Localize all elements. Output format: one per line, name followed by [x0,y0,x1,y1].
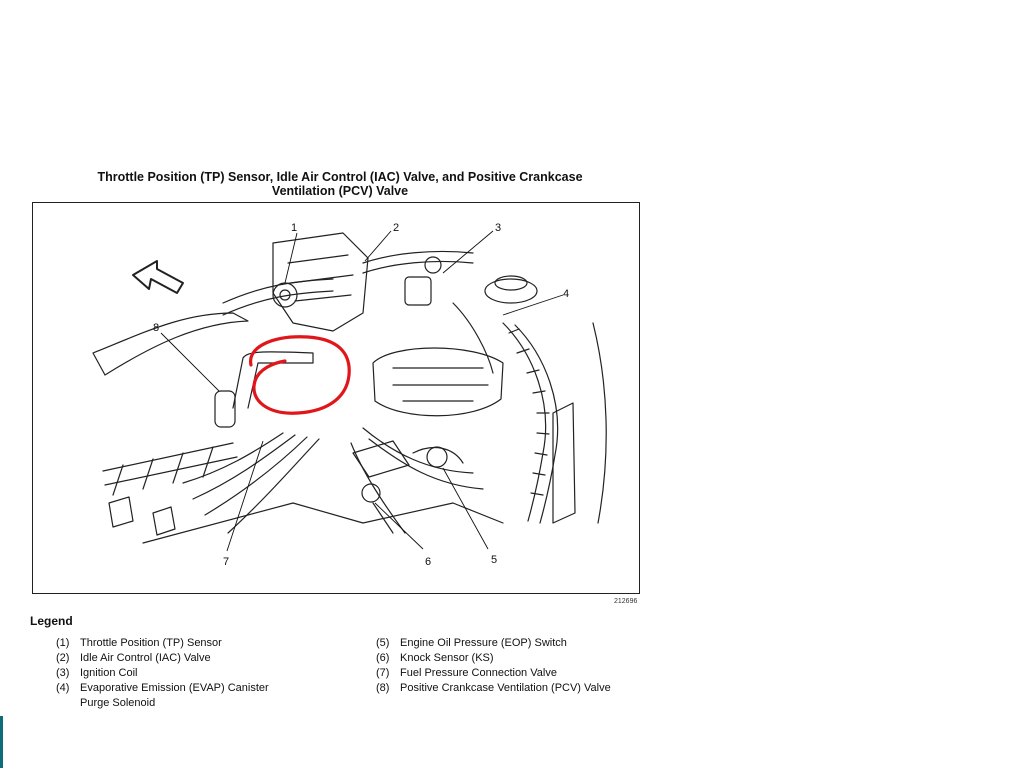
diagram-title: Throttle Position (TP) Sensor, Idle Air … [60,170,620,198]
legend-text: Throttle Position (TP) Sensor [80,637,222,649]
engine-block-lower [142,502,504,544]
spark-plug-wires [182,432,320,534]
knock-sensor-body [361,483,381,503]
legend-text: Evaporative Emission (EVAP) Canister Pur… [80,682,269,709]
legend-item-2: (2) Idle Air Control (IAC) Valve [56,651,356,666]
legend-number: (1) [56,637,70,649]
callout-6: 6 [425,556,431,568]
legend-item-5: (5) Engine Oil Pressure (EOP) Switch [376,636,676,651]
callout-5: 5 [491,554,497,566]
pcv-hose [232,351,314,409]
legend-text: Engine Oil Pressure (EOP) Switch [400,637,567,649]
pcv-valve-body [214,390,236,428]
eop-switch-body [426,446,448,468]
callout-2: 2 [393,222,399,234]
figure-id: 212696 [614,598,638,605]
oil-filler-cap [484,278,538,304]
legend-number: (4) [56,682,70,694]
legend-number: (8) [376,682,390,694]
legend-column-right: (5) Engine Oil Pressure (EOP) Switch (6)… [376,636,676,696]
callout-3: 3 [495,222,501,234]
engine-illustration: 1 2 3 4 5 6 7 8 [92,222,607,568]
legend-text: Positive Crankcase Ventilation (PCV) Val… [400,682,611,694]
legend-number: (3) [56,667,70,679]
callout-4: 4 [563,288,569,300]
legend-text: Knock Sensor (KS) [400,652,494,664]
legend-text: Ignition Coil [80,667,138,679]
legend-item-8: (8) Positive Crankcase Ventilation (PCV)… [376,681,676,696]
legend-text: Idle Air Control (IAC) Valve [80,652,211,664]
callout-8: 8 [153,322,159,334]
legend-text: Fuel Pressure Connection Valve [400,667,557,679]
legend-heading: Legend [30,614,73,628]
fuel-rail [102,442,238,486]
callout-1: 1 [291,222,297,234]
front-direction-arrow-icon [132,260,184,294]
window-edge-strip [0,716,3,768]
legend-item-1: (1) Throttle Position (TP) Sensor [56,636,356,651]
distributor-cap [372,347,504,417]
legend-column-left: (1) Throttle Position (TP) Sensor (2) Id… [56,636,356,711]
legend-item-3: (3) Ignition Coil [56,666,356,681]
iac-valve-body [404,276,432,306]
legend-item-7: (7) Fuel Pressure Connection Valve [376,666,676,681]
right-bracket [552,402,576,524]
diagram-frame: 1 2 3 4 5 6 7 8 [32,202,640,594]
callout-7: 7 [223,556,229,568]
intake-hose [92,312,249,376]
highlight-circle [249,335,351,415]
throttle-body [272,232,369,332]
diagram-title-line-1: Throttle Position (TP) Sensor, Idle Air … [97,170,583,184]
corrugated-harness [502,322,547,522]
legend-item-4: (4) Evaporative Emission (EVAP) Canister… [56,681,356,711]
legend-item-6: (6) Knock Sensor (KS) [376,651,676,666]
legend-number: (6) [376,652,390,664]
legend-number: (5) [376,637,390,649]
legend-number: (7) [376,667,390,679]
legend-number: (2) [56,652,70,664]
diagram-title-line-2: Ventilation (PCV) Valve [271,184,409,198]
